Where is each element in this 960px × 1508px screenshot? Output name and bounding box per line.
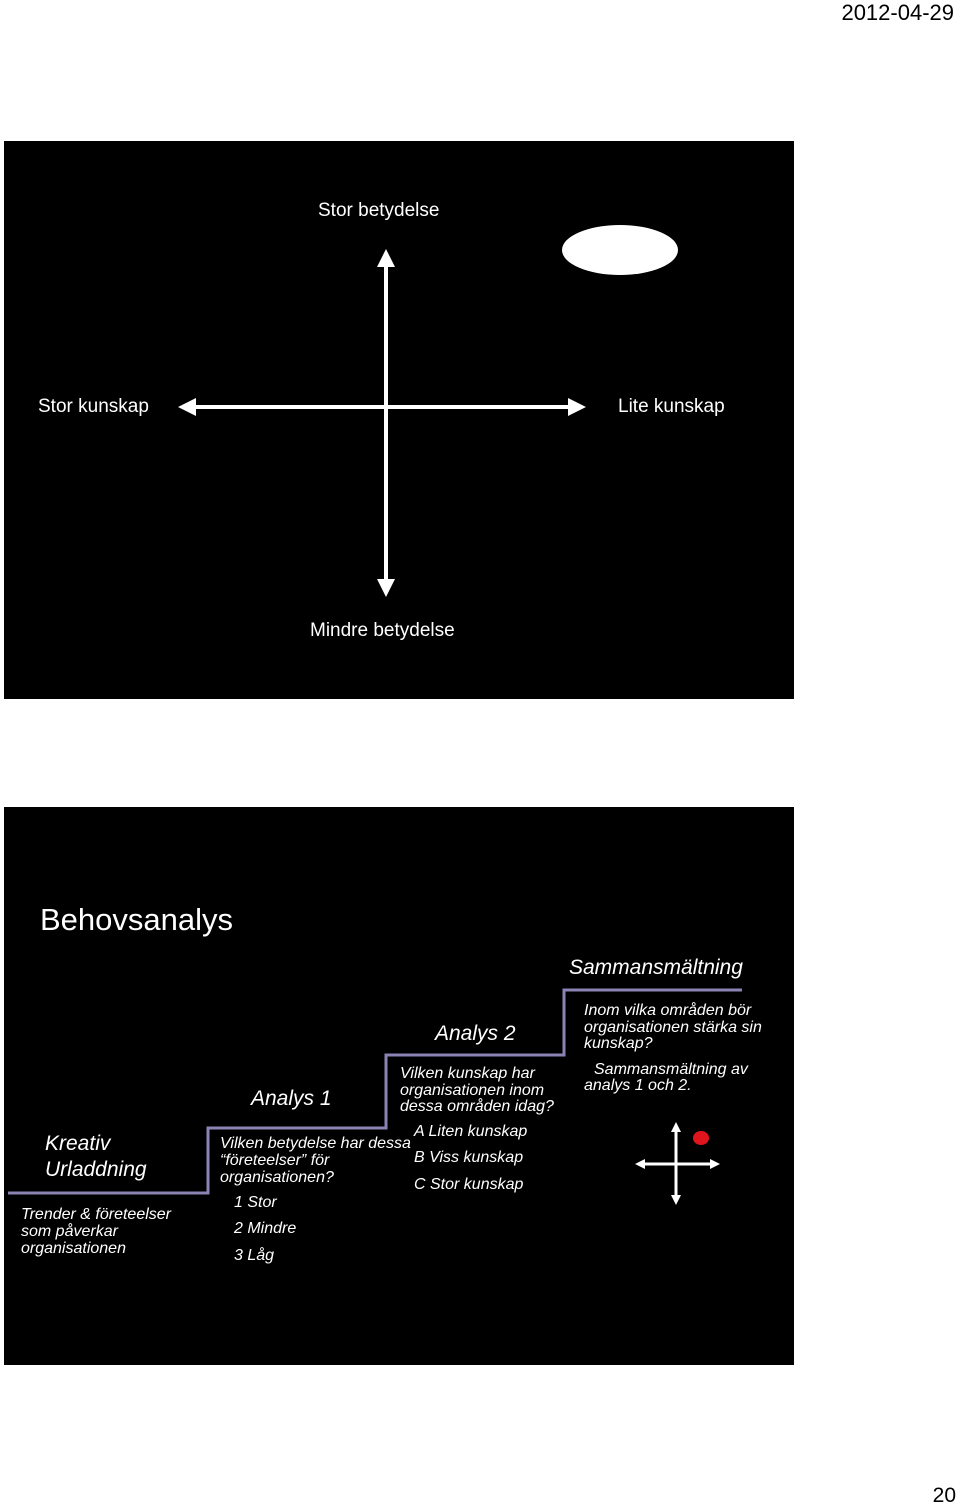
step2-question-line3: organisationen? <box>220 1169 334 1186</box>
step2-question-line1: Vilken betydelse har dessa <box>220 1135 411 1152</box>
slide-behovsanalys: Behovsanalys Kreativ Urladdning Trender … <box>4 807 794 1365</box>
top-label: Stor betydelse <box>318 200 440 221</box>
step2-option-2: 2 Mindre <box>234 1220 297 1237</box>
arrow-down-icon <box>377 579 395 597</box>
arrow-left-icon <box>178 398 196 416</box>
step1-heading-line1: Kreativ <box>45 1132 111 1155</box>
mini-cross-icon <box>635 1122 720 1205</box>
step4-heading: Sammansmältning <box>569 956 743 979</box>
arrow-up-icon <box>377 249 395 267</box>
step2-heading: Analys 1 <box>251 1087 332 1110</box>
stair-diagram <box>8 988 742 1205</box>
left-label: Stor kunskap <box>38 396 149 417</box>
step4-question-line2: organisationen stärka sin <box>584 1019 762 1036</box>
white-oval-marker <box>562 225 678 275</box>
step3-option-a: A Liten kunskap <box>414 1123 528 1140</box>
arrow-right-icon <box>568 398 586 416</box>
red-dot-marker <box>693 1131 709 1145</box>
matrix-axes <box>178 225 678 597</box>
step3-question-line2: organisationen inom <box>400 1082 545 1099</box>
step1-desc-line1: Trender & företeelser <box>21 1206 171 1223</box>
step3-heading: Analys 2 <box>435 1022 516 1045</box>
step4-note-line1: Sammansmältning av <box>594 1061 748 1078</box>
step4-question-line3: kunskap? <box>584 1035 653 1052</box>
stair-line <box>8 988 742 1195</box>
step3-option-b: B Viss kunskap <box>414 1149 524 1166</box>
step3-option-c: C Stor kunskap <box>414 1176 524 1193</box>
step1-heading-line2: Urladdning <box>45 1158 147 1181</box>
date-header: 2012-04-29 <box>841 0 954 25</box>
step4-question-line1: Inom vilka områden bör <box>584 1002 752 1019</box>
step3-question-line3: dessa områden idag? <box>400 1098 554 1115</box>
slide-importance-knowledge-matrix: Stor betydelse Mindre betydelse Stor kun… <box>4 141 794 699</box>
step2-option-3: 3 Låg <box>234 1247 275 1264</box>
slide-title: Behovsanalys <box>40 902 234 937</box>
right-label: Lite kunskap <box>618 396 725 417</box>
step1-desc-line2: som påverkar <box>21 1223 118 1240</box>
page-number: 20 <box>932 1484 956 1507</box>
step4-note-line2: analys 1 och 2. <box>584 1077 692 1094</box>
bottom-label: Mindre betydelse <box>310 620 455 641</box>
step3-question-line1: Vilken kunskap har <box>400 1065 535 1082</box>
step2-question-line2: “företeelser” för <box>220 1152 330 1169</box>
step1-desc-line3: organisationen <box>21 1240 126 1257</box>
step2-option-1: 1 Stor <box>234 1194 277 1211</box>
